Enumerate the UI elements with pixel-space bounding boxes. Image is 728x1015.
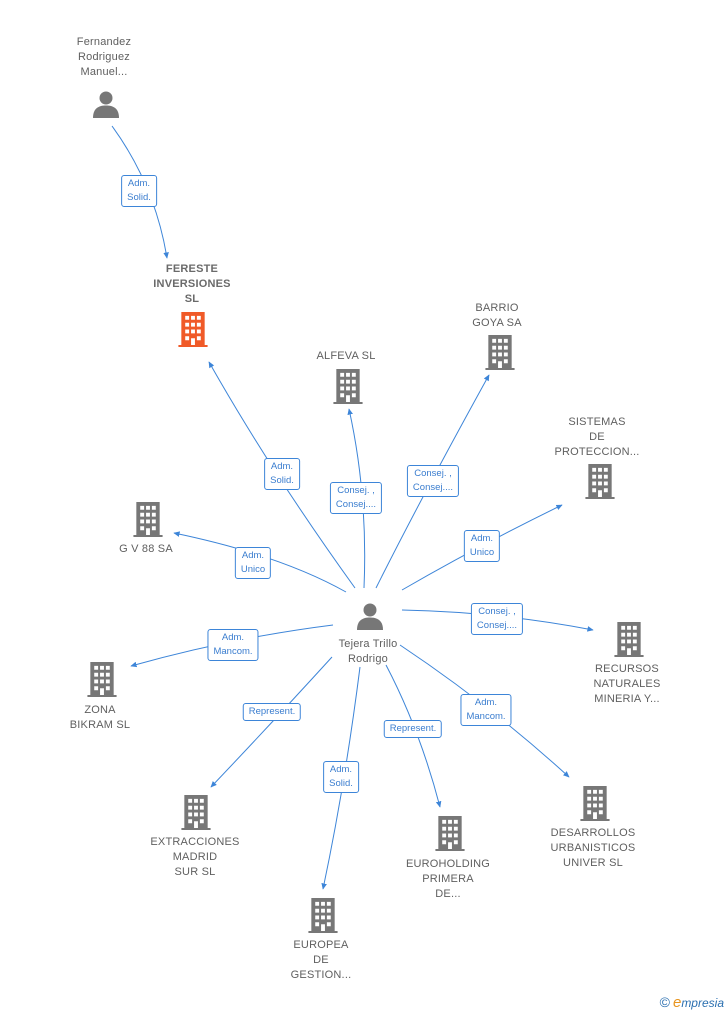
relation-fernandez-fereste[interactable]: Adm. Solid. xyxy=(121,175,157,207)
company-sistemas-label[interactable]: SISTEMAS DE PROTECCION... xyxy=(554,416,640,458)
person-icon xyxy=(93,91,119,118)
relation-tejera-fereste[interactable]: Adm. Solid. xyxy=(264,458,300,490)
company-desarrollos-label[interactable]: DESARROLLOS URBANISTICOS UNIVER SL xyxy=(550,827,636,869)
relation-tejera-recursos[interactable]: Consej. , Consej.... xyxy=(470,603,524,635)
empresia-logo[interactable]: ©empresia xyxy=(660,994,724,1011)
person-icon xyxy=(357,603,383,630)
relation-tejera-gv88[interactable]: Adm. Unico xyxy=(234,547,272,579)
building-icon xyxy=(614,622,644,657)
relation-tejera-europea[interactable]: Adm. Solid. xyxy=(323,761,359,793)
company-alfeva-label[interactable]: ALFEVA SL xyxy=(316,350,376,362)
company-barrio-label[interactable]: BARRIO GOYA SA xyxy=(472,302,522,329)
building-icon xyxy=(181,795,211,830)
brand-initial: e xyxy=(672,994,682,1011)
person-fernandez-label[interactable]: Fernandez Rodriguez Manuel... xyxy=(76,36,132,78)
brand-name: mpresia xyxy=(681,996,724,1010)
company-zona-label[interactable]: ZONA BIKRAM SL xyxy=(69,704,131,731)
building-icon xyxy=(485,335,515,370)
relation-tejera-extracciones[interactable]: Represent. xyxy=(242,703,302,721)
company-europea-label[interactable]: EUROPEA DE GESTION... xyxy=(290,939,352,981)
person-tejera-label[interactable]: Tejera Trillo Rodrigo xyxy=(338,638,398,665)
relation-tejera-alfeva[interactable]: Consej. , Consej.... xyxy=(329,482,383,514)
relation-tejera-zona[interactable]: Adm. Mancom. xyxy=(207,629,259,661)
building-icon xyxy=(435,816,465,851)
relation-tejera-barrio[interactable]: Consej. , Consej.... xyxy=(406,465,460,497)
company-extracciones-label[interactable]: EXTRACCIONES MADRID SUR SL xyxy=(150,836,240,878)
copyright-icon: © xyxy=(659,994,670,1010)
company-fereste-label[interactable]: FERESTE INVERSIONES SL xyxy=(153,263,231,305)
company-euroholding-label[interactable]: EUROHOLDING PRIMERA DE... xyxy=(405,858,491,900)
building-icon xyxy=(133,502,163,537)
relation-tejera-euroholding[interactable]: Represent. xyxy=(383,720,443,738)
building-icon xyxy=(585,464,615,499)
company-recursos-label[interactable]: RECURSOS NATURALES MINERIA Y... xyxy=(593,663,661,705)
building-icon xyxy=(87,662,117,697)
building-icon xyxy=(580,786,610,821)
building-icon xyxy=(333,369,363,404)
building-icon xyxy=(308,898,338,933)
relation-tejera-desarrollos[interactable]: Adm. Mancom. xyxy=(460,694,512,726)
relation-tejera-sistemas[interactable]: Adm. Unico xyxy=(463,530,501,562)
building-icon xyxy=(178,312,208,347)
company-gv88-label[interactable]: G V 88 SA xyxy=(119,543,173,555)
edge-tejera-extracciones xyxy=(210,656,333,788)
